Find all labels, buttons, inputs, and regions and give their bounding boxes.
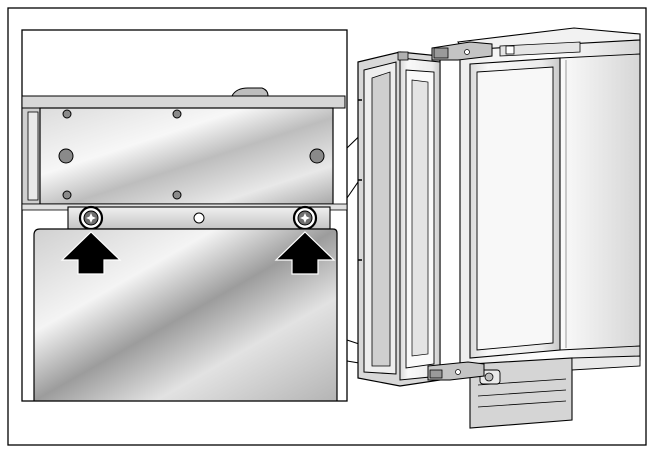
plate-hole: [172, 190, 182, 200]
top-strip: [499, 41, 581, 57]
arrow-up-icon: [60, 231, 122, 275]
appliance-overview: [357, 27, 641, 429]
screw-icon: [78, 205, 104, 231]
bottom-hinge: [427, 361, 485, 381]
plate-hole: [309, 148, 325, 164]
detail-view: [21, 29, 348, 402]
arrow-up-icon: [274, 231, 336, 275]
control-badge: [505, 45, 515, 55]
plate-hole: [62, 109, 72, 119]
plate-hole: [172, 109, 182, 119]
top-hinge: [397, 41, 493, 61]
plate-hole: [58, 148, 74, 164]
hinge-plate: [39, 107, 334, 205]
strip-hole: [193, 212, 205, 224]
plate-hole: [62, 190, 72, 200]
screw-icon: [292, 205, 318, 231]
top-rail: [22, 95, 346, 109]
door-panel: [33, 228, 338, 401]
